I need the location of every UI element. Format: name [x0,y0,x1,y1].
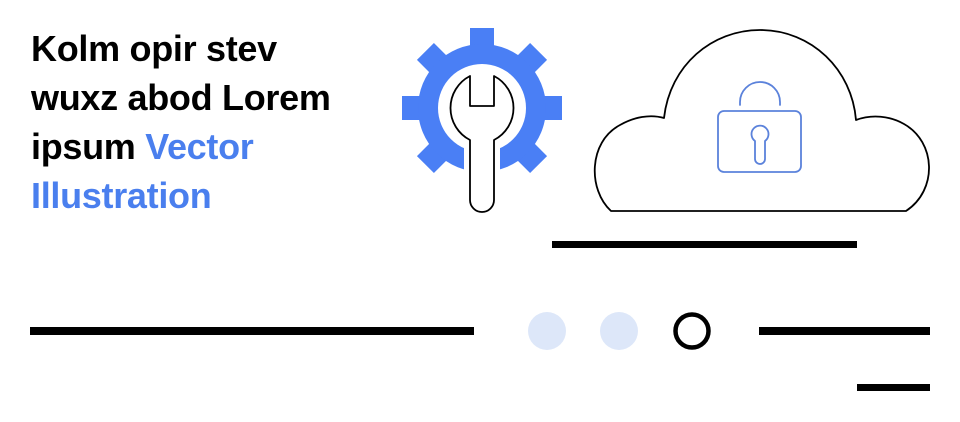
wrench-icon [449,75,515,213]
headline-line-1: Kolm opir stev [31,28,277,69]
divider-line-right [759,327,930,335]
cloud-icon [593,29,930,212]
divider-line-left [30,327,474,335]
padlock-icon [717,81,802,173]
pagination-dot-2[interactable] [600,312,638,350]
headline-accent-illustration: Illustration [31,175,212,216]
divider-line-cloud [552,241,857,248]
headline: Kolm opir stev wuxz abod Lorem ipsum Vecto… [31,24,391,220]
pagination-dot-active[interactable] [673,312,711,350]
divider-line-short [857,384,930,391]
headline-line-2: wuxz abod Lorem [31,77,331,118]
headline-line-3: ipsum [31,126,146,167]
pagination-dot-1[interactable] [528,312,566,350]
headline-accent-vector: Vector [145,126,254,167]
